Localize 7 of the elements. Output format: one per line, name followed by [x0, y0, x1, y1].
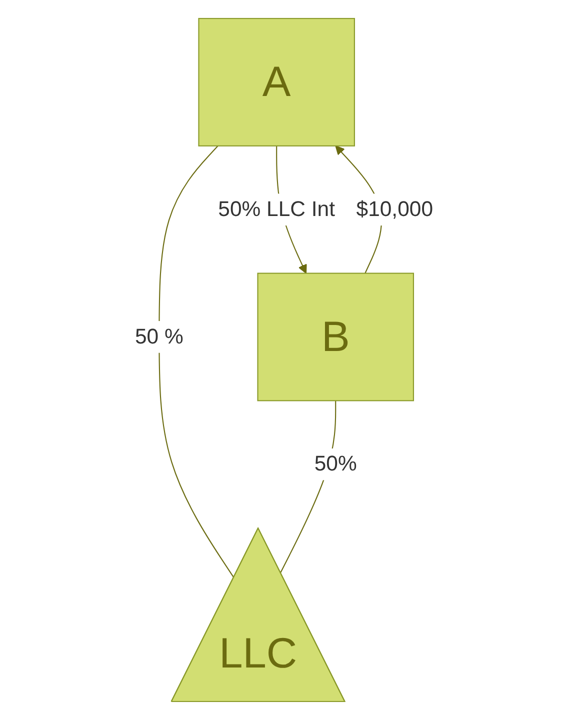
node-box: B	[257, 272, 414, 402]
connector	[158, 146, 234, 578]
edge-label: $10,000	[356, 198, 434, 222]
edge-label: 50%	[314, 452, 357, 476]
edge-label: 50 %	[134, 325, 184, 349]
edge-label: 50% LLC Int	[218, 198, 336, 222]
node-box: A	[198, 18, 355, 146]
